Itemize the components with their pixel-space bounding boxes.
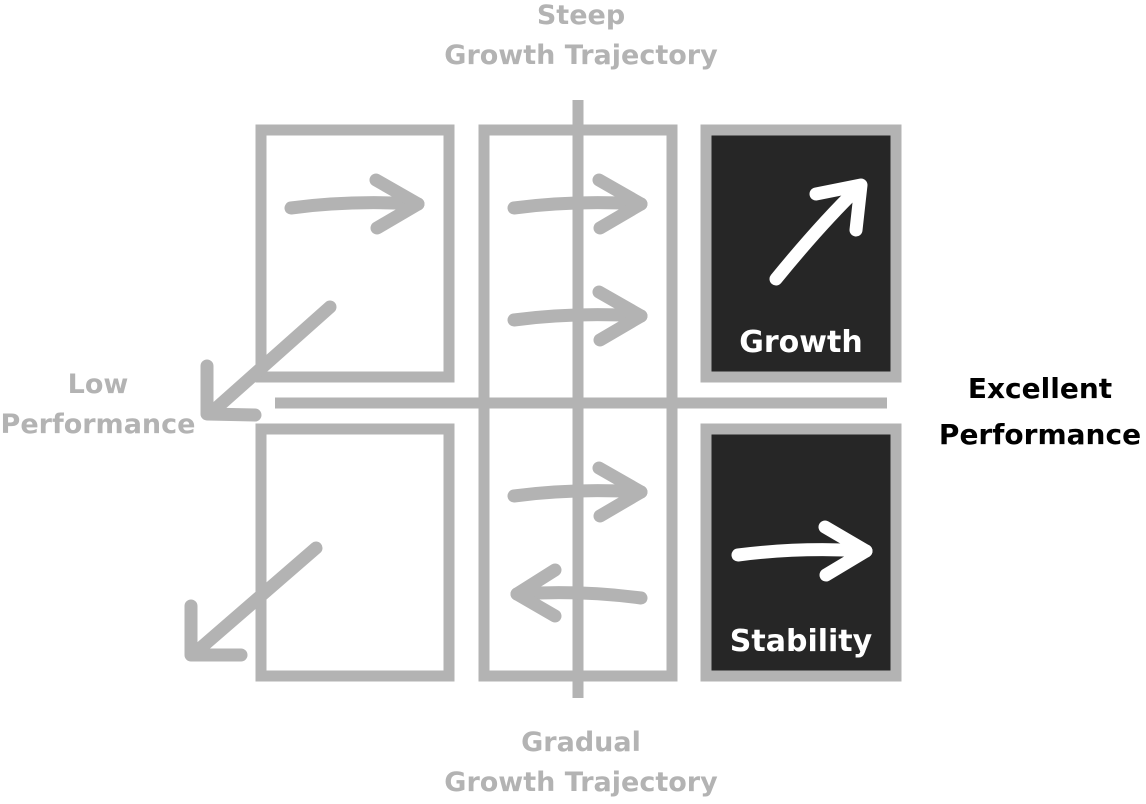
arrow-right-icon xyxy=(507,461,648,523)
bottom-axis-label-line2: Growth Trajectory xyxy=(444,767,718,798)
left-axis-label-line2: Performance xyxy=(0,409,196,440)
arrow-down-left-icon xyxy=(200,300,337,422)
arrow-right-icon xyxy=(507,173,648,235)
box-left-bottom xyxy=(255,423,455,682)
right-axis-label: Excellent Performance xyxy=(935,366,1145,458)
arrow-right-icon xyxy=(731,520,873,582)
left-axis-label: Low Performance xyxy=(0,365,198,445)
arrow-right-icon xyxy=(507,285,648,347)
growth-quadrant-label: Growth xyxy=(739,325,863,360)
right-axis-label-line2: Performance xyxy=(938,418,1142,451)
arrow-up-right-icon xyxy=(769,178,868,286)
right-axis-label-line1: Excellent xyxy=(967,372,1113,405)
top-axis-label-line1: Steep xyxy=(536,0,626,31)
arrow-left-icon xyxy=(510,563,648,623)
stability-quadrant-label: Stability xyxy=(729,624,873,659)
top-axis-label-line2: Growth Trajectory xyxy=(444,40,718,71)
bottom-axis-label: Gradual Growth Trajectory xyxy=(431,723,731,803)
box-left-top xyxy=(255,124,455,383)
bottom-axis-label-line1: Gradual xyxy=(521,727,641,758)
left-axis-label-line1: Low xyxy=(67,369,129,400)
top-axis-label: Steep Growth Trajectory xyxy=(431,0,731,76)
arrow-right-icon xyxy=(284,173,425,235)
arrow-down-left-icon xyxy=(184,541,323,662)
